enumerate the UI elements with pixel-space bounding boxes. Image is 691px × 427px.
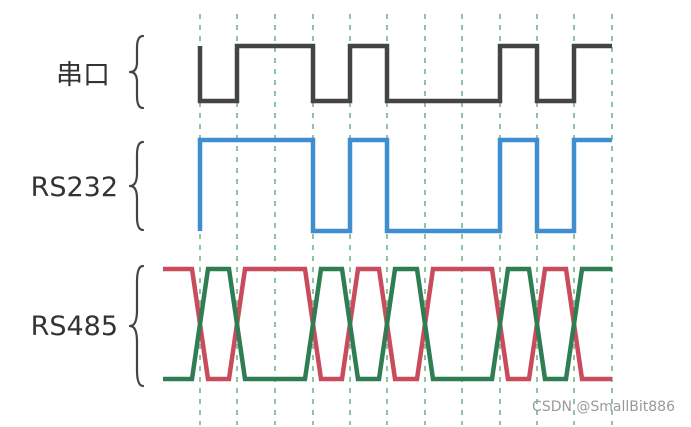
serial-brace — [128, 34, 145, 110]
bit-boundary-grid — [199, 14, 613, 425]
watermark: CSDN @SmallBit886 — [532, 399, 675, 415]
serial-waveform — [197, 43, 612, 104]
rs232-label: RS232 — [31, 172, 118, 203]
rs485-label: RS485 — [31, 311, 118, 342]
rs485-brace — [128, 264, 145, 388]
rs485-line-b-waveform — [163, 266, 612, 382]
rs232-waveform — [197, 137, 612, 234]
serial-label: 串口 — [56, 60, 110, 91]
rs232-brace — [128, 140, 145, 232]
